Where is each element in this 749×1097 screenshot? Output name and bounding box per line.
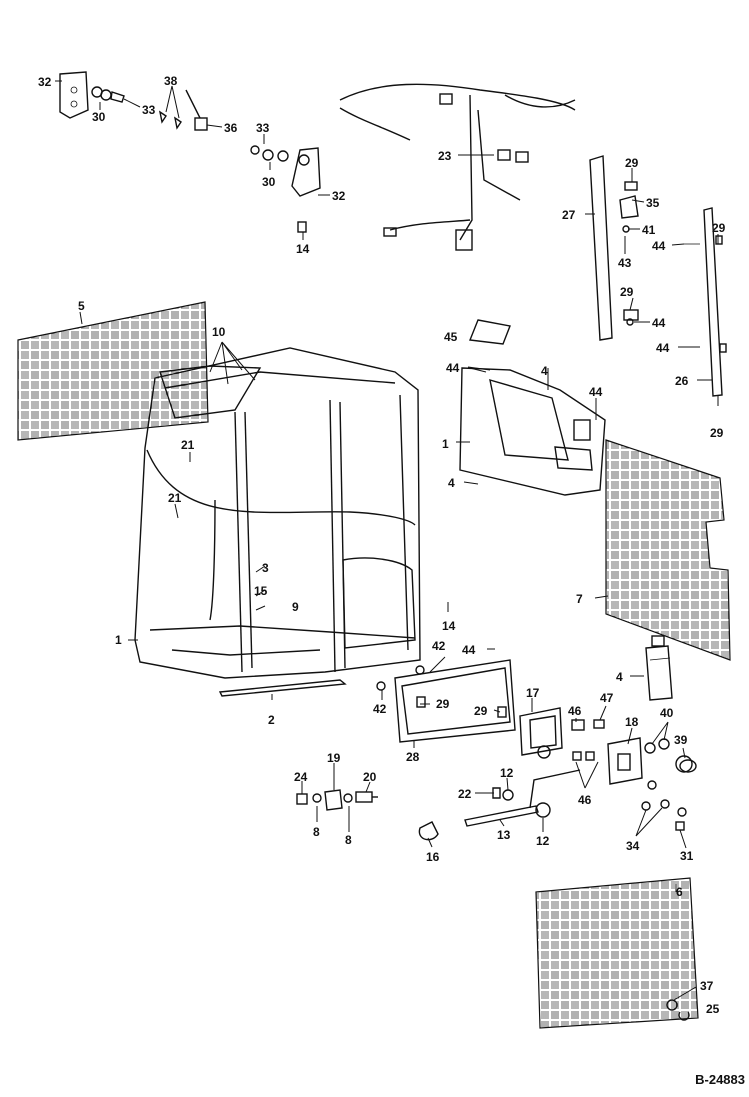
washers-40 (644, 738, 697, 773)
callout-42a: 42 (432, 639, 446, 653)
callout-32a: 32 (38, 75, 52, 89)
callout-34: 34 (626, 839, 640, 853)
callout-32b: 32 (332, 189, 346, 203)
callout-4b: 4 (448, 476, 455, 490)
callout-44d: 44 (446, 361, 460, 375)
sensor-36 (185, 89, 208, 131)
callout-15: 15 (254, 584, 268, 598)
callout-30b: 30 (262, 175, 276, 189)
callout-31: 31 (680, 849, 694, 863)
pillar-27 (589, 155, 613, 341)
callout-37: 37 (700, 979, 714, 993)
callout-20: 20 (363, 770, 377, 784)
callout-1b: 1 (115, 633, 122, 647)
callout-9: 9 (292, 600, 299, 614)
headliner-panel-5 (17, 301, 209, 441)
callout-16: 16 (426, 850, 440, 864)
rear-window-panel-1 (459, 319, 606, 496)
callout-28: 28 (406, 750, 420, 764)
callout-29f: 29 (474, 704, 488, 718)
callout-39: 39 (674, 733, 688, 747)
callout-44f: 44 (462, 643, 476, 657)
washer-tank-4 (645, 635, 673, 701)
callout-29b: 29 (712, 221, 726, 235)
callout-labels: 32 38 30 33 36 33 30 32 14 23 29 35 27 4… (38, 74, 726, 1016)
callout-18: 18 (625, 715, 639, 729)
callout-21a: 21 (181, 438, 195, 452)
callout-29e: 29 (436, 697, 450, 711)
bracket-part-32-upper (59, 71, 89, 119)
callout-33b: 33 (256, 121, 270, 135)
callout-43: 43 (618, 256, 632, 270)
bracket-part-32-lower (291, 147, 321, 197)
callout-44e: 44 (589, 385, 603, 399)
trim-26 (684, 207, 727, 397)
callout-29a: 29 (625, 156, 639, 170)
callout-12a: 12 (500, 766, 514, 780)
relay-box-17 (519, 707, 563, 759)
callout-47: 47 (600, 691, 614, 705)
callout-5: 5 (78, 299, 85, 313)
callout-17: 17 (526, 686, 540, 700)
callout-4c: 4 (616, 670, 623, 684)
cab-frame-1 (134, 347, 421, 679)
callout-35: 35 (646, 196, 660, 210)
callout-2: 2 (268, 713, 275, 727)
callout-14a: 14 (296, 242, 310, 256)
washer-nut-30-33-lower (250, 145, 289, 162)
clip-16 (418, 821, 439, 841)
callout-21b: 21 (168, 491, 182, 505)
callout-45: 45 (444, 330, 458, 344)
callout-41: 41 (642, 223, 656, 237)
callout-7: 7 (576, 592, 583, 606)
callout-33a: 33 (142, 103, 156, 117)
callout-8a: 8 (313, 825, 320, 839)
callout-40: 40 (660, 706, 674, 720)
callout-29c: 29 (620, 285, 634, 299)
callout-10: 10 (212, 325, 226, 339)
callout-12b: 12 (536, 834, 550, 848)
leader-lines (55, 80, 719, 1001)
callout-3: 3 (262, 561, 269, 575)
callout-25: 25 (706, 1002, 720, 1016)
callout-30a: 30 (92, 110, 106, 124)
lock-19-20 (324, 789, 378, 811)
plate-18 (607, 737, 643, 785)
callout-1a: 1 (442, 437, 449, 451)
floor-mat-6 (535, 877, 699, 1029)
part-29-35 (619, 181, 639, 326)
callout-22: 22 (458, 787, 472, 801)
callout-38: 38 (164, 74, 178, 88)
callout-44c: 44 (656, 341, 670, 355)
callout-44a: 44 (652, 239, 666, 253)
connectors-46-47 (571, 719, 605, 761)
callout-42b: 42 (373, 702, 387, 716)
washer-nut-30-33-upper (91, 86, 125, 103)
side-trim-panel-7 (605, 439, 731, 661)
callout-24: 24 (294, 770, 308, 784)
callout-29d: 29 (710, 426, 724, 440)
callout-46b: 46 (578, 793, 592, 807)
sill-2 (218, 679, 347, 697)
callout-19: 19 (327, 751, 341, 765)
wiring-harness-23 (339, 83, 576, 251)
callout-14b: 14 (442, 619, 456, 633)
callout-46a: 46 (568, 704, 582, 718)
screw-14-upper (297, 221, 307, 233)
callout-26: 26 (675, 374, 689, 388)
callout-6: 6 (676, 885, 683, 899)
callout-8b: 8 (345, 833, 352, 847)
handle-13 (464, 769, 581, 827)
clip-38 (158, 110, 182, 130)
callout-13: 13 (497, 828, 511, 842)
drawing-reference-number: B-24883 (695, 1072, 745, 1087)
callout-4a: 4 (541, 364, 548, 378)
callout-23: 23 (438, 149, 452, 163)
cover-28 (376, 659, 516, 743)
callout-27: 27 (562, 208, 576, 222)
callout-36: 36 (224, 121, 238, 135)
nut-24-8 (296, 793, 322, 805)
callout-44b: 44 (652, 316, 666, 330)
